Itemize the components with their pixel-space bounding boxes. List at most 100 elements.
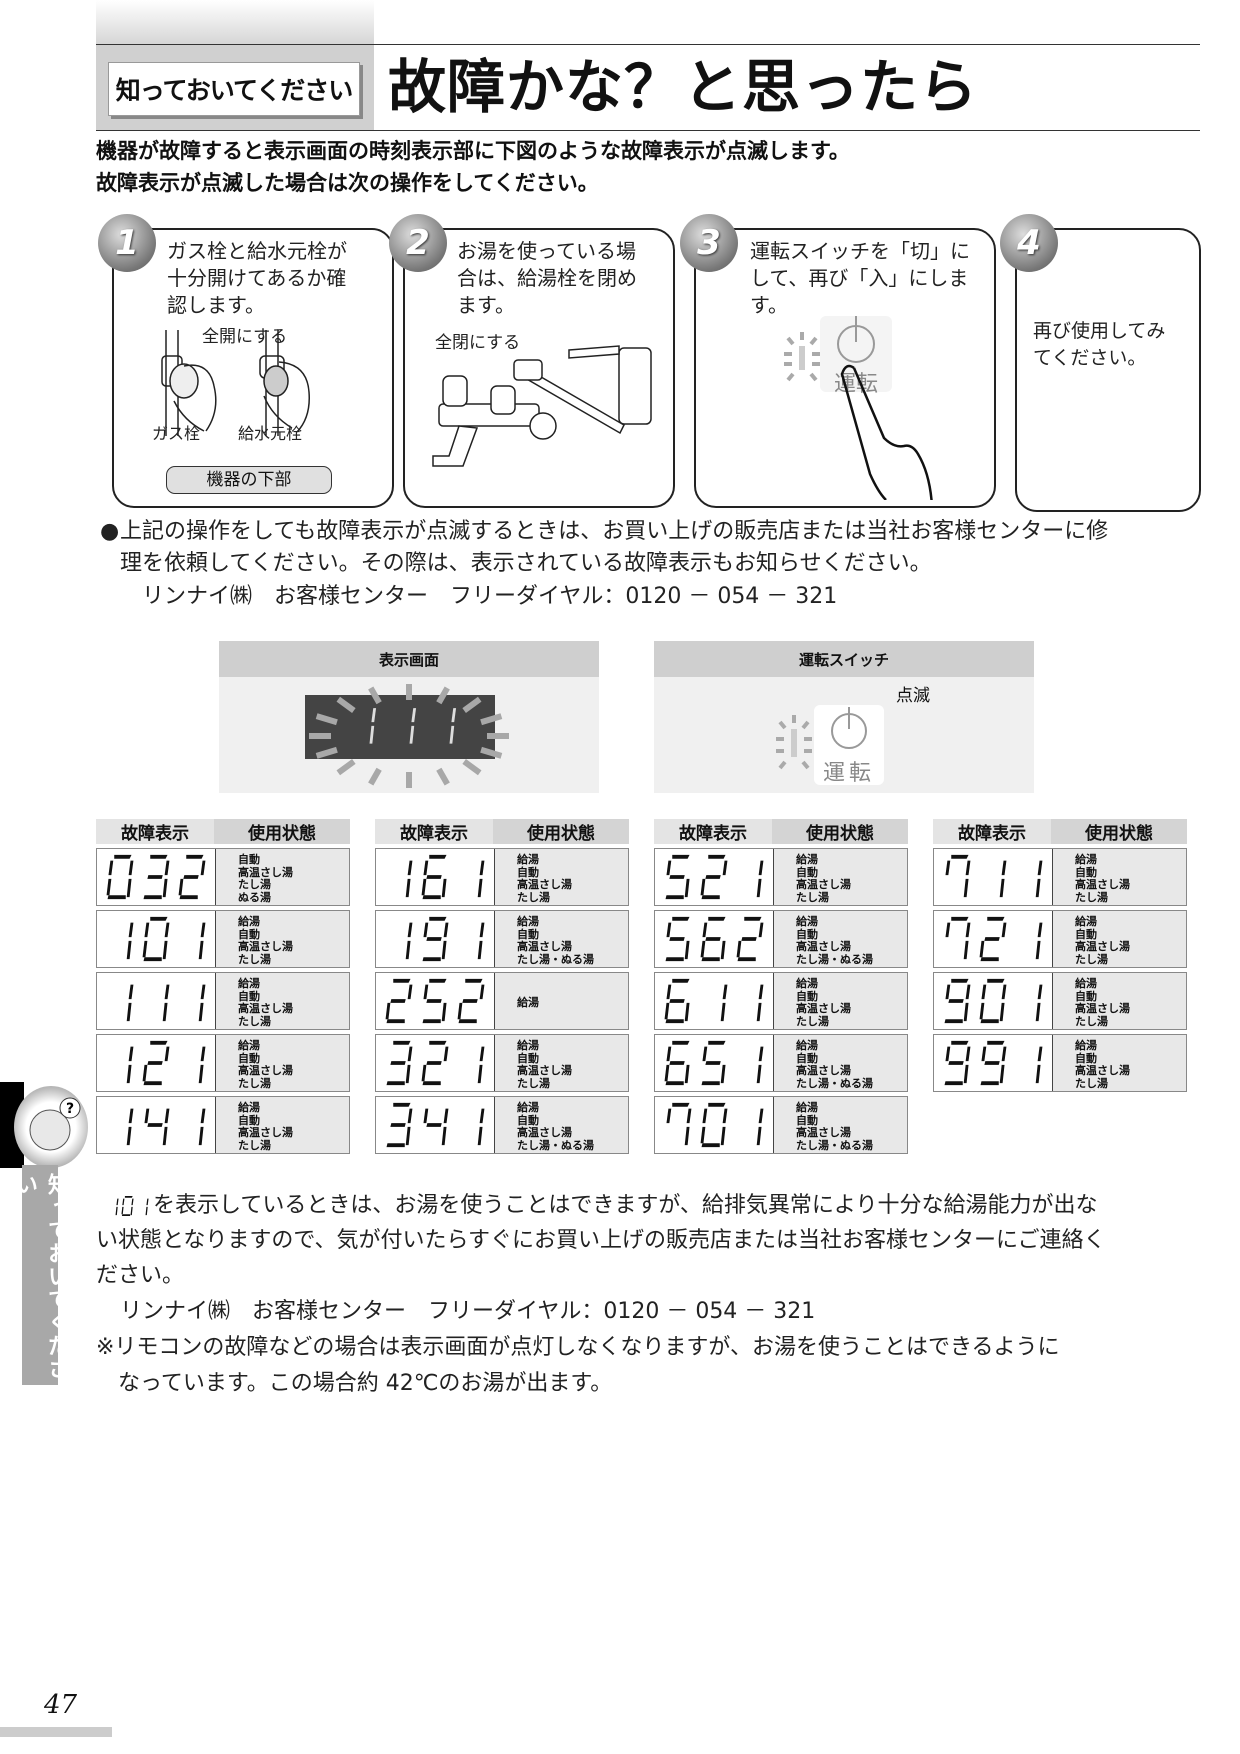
sidebar-section-tab[interactable]: 知っておいてください (12, 1165, 69, 1385)
segment-a (987, 1040, 1005, 1045)
bottom-contact: リンナイ㈱ お客様センター フリーダイヤル：0120 － 054 － 321 (120, 1299, 816, 1324)
usage-item: たし湯 (1075, 1014, 1108, 1028)
error-code (934, 911, 1053, 967)
segment-b (200, 1046, 206, 1062)
seven-segment-digit (665, 916, 690, 962)
step-2-text-line: ます。 (457, 293, 515, 317)
segment-b (407, 922, 413, 938)
valve-hands-illustration (161, 330, 310, 436)
segment-b (371, 708, 377, 723)
segment-e (664, 1064, 670, 1082)
step-2-text-line: お湯を使っている場 (457, 239, 636, 263)
notice-contact: リンナイ㈱ お客様センター フリーダイヤル：0120 － 054 － 321 (142, 584, 838, 609)
error-code (376, 911, 495, 967)
error-code (376, 1035, 495, 1091)
segment-b (722, 1108, 728, 1124)
segment-f (702, 1046, 708, 1062)
table-row: 給湯自動高温さし湯たし湯・ぬる湯 (654, 910, 908, 968)
power-switch[interactable]: 運転 (814, 705, 884, 786)
segment-a (429, 1040, 447, 1045)
usage-item: 自動 (796, 1113, 818, 1127)
usage-state: 給湯自動高温さし湯たし湯 (216, 911, 349, 967)
segment-f (981, 1046, 987, 1062)
segment-b (479, 922, 485, 938)
header-usage: 使用状態 (1085, 824, 1153, 844)
segment-b (965, 922, 971, 938)
segment-a (150, 854, 168, 859)
segment-a (951, 916, 969, 921)
table-row: 給湯自動高温さし湯たし湯 (96, 972, 350, 1030)
segment-d (422, 957, 441, 962)
error-code (97, 1097, 216, 1153)
seven-segment-digit (405, 860, 413, 898)
segment-g (948, 999, 964, 1003)
table-row: 給湯自動高温さし湯たし湯・ぬる湯 (654, 1096, 908, 1154)
usage-state: 給湯自動高温さし湯たし湯 (216, 1035, 349, 1091)
seven-segment-digit (369, 708, 377, 744)
segment-f (945, 984, 951, 1000)
segment-a (951, 978, 969, 983)
table-row: 給湯自動高温さし湯たし湯 (933, 910, 1187, 968)
seven-segment-digit (1035, 984, 1043, 1022)
error-table-1: 故障表示使用状態自動高温さし湯たし湯ぬる湯給湯自動高温さし湯たし湯給湯自動高温さ… (96, 819, 350, 1154)
segment-c (1035, 1064, 1041, 1084)
usage-item: 高温さし湯 (1075, 1002, 1130, 1015)
blink-ray (436, 686, 450, 705)
error-code (655, 849, 774, 905)
segment-e (736, 940, 742, 958)
segment-a (429, 916, 447, 921)
step-1-text-line: 認します。 (167, 293, 265, 317)
usage-item: 給湯 (796, 1101, 818, 1114)
usage-item: 自動 (238, 1051, 260, 1065)
segment-d (980, 957, 999, 962)
segment-e (700, 940, 706, 958)
usage-item: 高温さし湯 (1075, 940, 1130, 953)
seven-segment-digit (144, 1108, 170, 1146)
seven-segment-digit (198, 922, 206, 960)
segment-f (423, 860, 429, 876)
segment-f (144, 1108, 150, 1124)
seven-segment-digit (142, 1040, 170, 1086)
segment-c (126, 878, 132, 898)
segment-c (130, 1206, 133, 1216)
segment-c (405, 940, 411, 960)
segment-b (131, 1198, 134, 1206)
segment-d (944, 1081, 963, 1086)
usage-item: 給湯 (1075, 977, 1097, 990)
segment-b (443, 1108, 449, 1124)
segment-c (198, 940, 204, 960)
usage-item: 給湯 (238, 915, 260, 928)
segment-b (146, 1198, 149, 1206)
step-1-card: ガス栓と給水元栓が 十分開けてあるか確 認します。 全開にする ガス栓 給水元栓… (112, 228, 394, 508)
segment-b (200, 922, 206, 938)
blink-ray (336, 759, 356, 776)
segment-e (106, 878, 112, 896)
segment-e (700, 1126, 706, 1144)
usage-item: 高温さし湯 (796, 1126, 851, 1139)
usage-item: 高温さし湯 (238, 940, 293, 953)
usage-item: 自動 (517, 1051, 539, 1065)
page-number: 47 (44, 1690, 78, 1720)
error-table-2: 故障表示使用状態給湯自動高温さし湯たし湯給湯自動高温さし湯たし湯・ぬる湯給湯給湯… (375, 819, 629, 1154)
usage-item: たし湯 (238, 1014, 271, 1028)
segment-c (720, 1064, 726, 1084)
seven-segment-digit (477, 922, 485, 960)
segment-e (421, 1064, 427, 1082)
usage-state: 自動高温さし湯たし湯ぬる湯 (216, 849, 349, 905)
usage-state: 給湯自動高温さし湯たし湯・ぬる湯 (495, 1097, 628, 1153)
segment-a (708, 854, 726, 859)
segment-d (386, 1019, 405, 1024)
seven-segment-digit (386, 1102, 413, 1148)
bottom-text: を表示しているときは、お湯を使うことはできますが、給排気異常により十分な給湯能力… (153, 1193, 1098, 1218)
usage-item: 自動 (517, 865, 539, 879)
segment-f (945, 860, 951, 876)
segment-c (756, 1126, 762, 1146)
segment-g (669, 999, 685, 1003)
usage-item: たし湯 (238, 952, 271, 966)
segment-d (980, 1019, 999, 1024)
segment-b (479, 860, 485, 876)
segment-e (979, 1002, 985, 1020)
usage-state: 給湯自動高温さし湯たし湯・ぬる湯 (495, 911, 628, 967)
segment-c (198, 1126, 204, 1146)
segment-e (385, 1002, 391, 1020)
